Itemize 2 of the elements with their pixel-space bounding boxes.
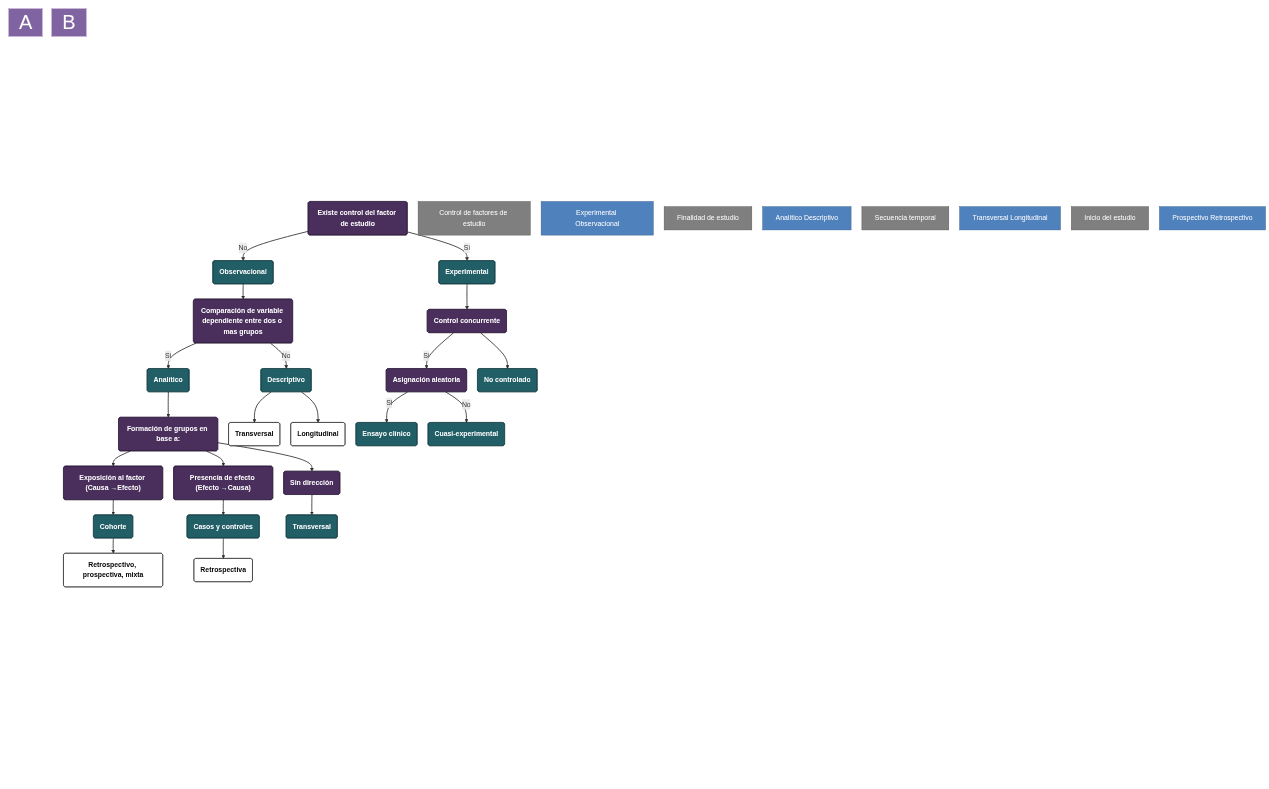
- panel-letter: B: [51, 8, 87, 37]
- panel-letter: A: [8, 8, 44, 37]
